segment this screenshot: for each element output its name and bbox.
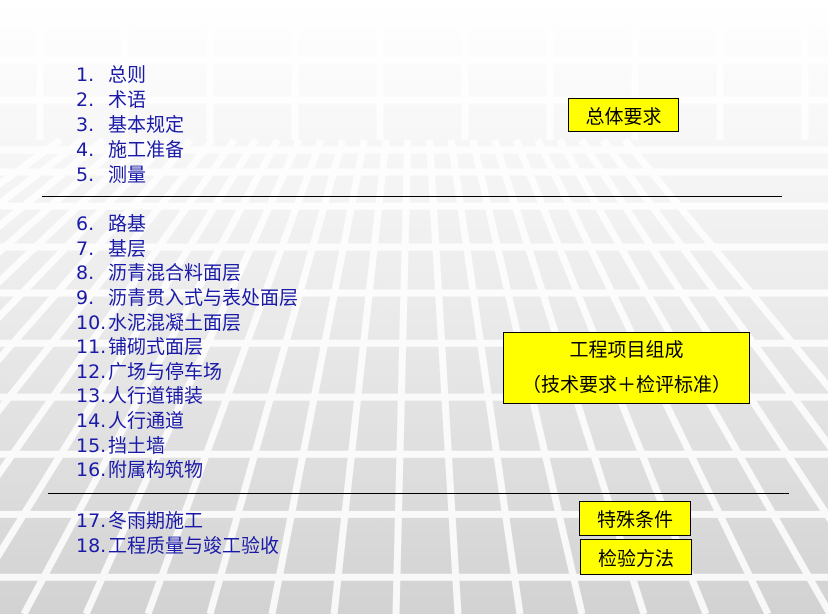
list-item: 14.人行通道 — [76, 410, 185, 432]
general-requirements-label: 总体要求 — [568, 98, 679, 132]
section-divider — [48, 493, 789, 494]
list-item: 2.术语 — [76, 89, 147, 111]
list-item: 5.测量 — [76, 164, 147, 186]
list-item: 16.附属构筑物 — [76, 459, 204, 481]
section-divider — [42, 196, 782, 197]
list-item: 12.广场与停车场 — [76, 361, 223, 383]
list-item: 3.基本规定 — [76, 114, 185, 136]
list-item: 6.路基 — [76, 213, 147, 235]
special-conditions-label: 特殊条件 — [579, 501, 691, 536]
list-item: 7.基层 — [76, 238, 147, 260]
list-item: 1.总则 — [76, 64, 147, 86]
list-item: 15.挡土墙 — [76, 435, 166, 457]
list-item: 8.沥青混合料面层 — [76, 262, 242, 284]
list-item: 9.沥青贯入式与表处面层 — [76, 287, 299, 309]
list-item: 18.工程质量与竣工验收 — [76, 535, 280, 557]
list-item: 10.水泥混凝土面层 — [76, 312, 242, 334]
list-item: 4.施工准备 — [76, 139, 185, 161]
inspection-methods-label: 检验方法 — [580, 539, 692, 575]
list-item: 11.铺砌式面层 — [76, 336, 204, 358]
project-composition-label: 工程项目组成 （技术要求＋检评标准） — [503, 332, 750, 404]
project-composition-title: 工程项目组成 — [569, 339, 684, 361]
list-item: 13.人行道铺装 — [76, 385, 204, 407]
project-composition-subtitle: （技术要求＋检评标准） — [521, 374, 731, 396]
list-item: 17.冬雨期施工 — [76, 510, 204, 532]
